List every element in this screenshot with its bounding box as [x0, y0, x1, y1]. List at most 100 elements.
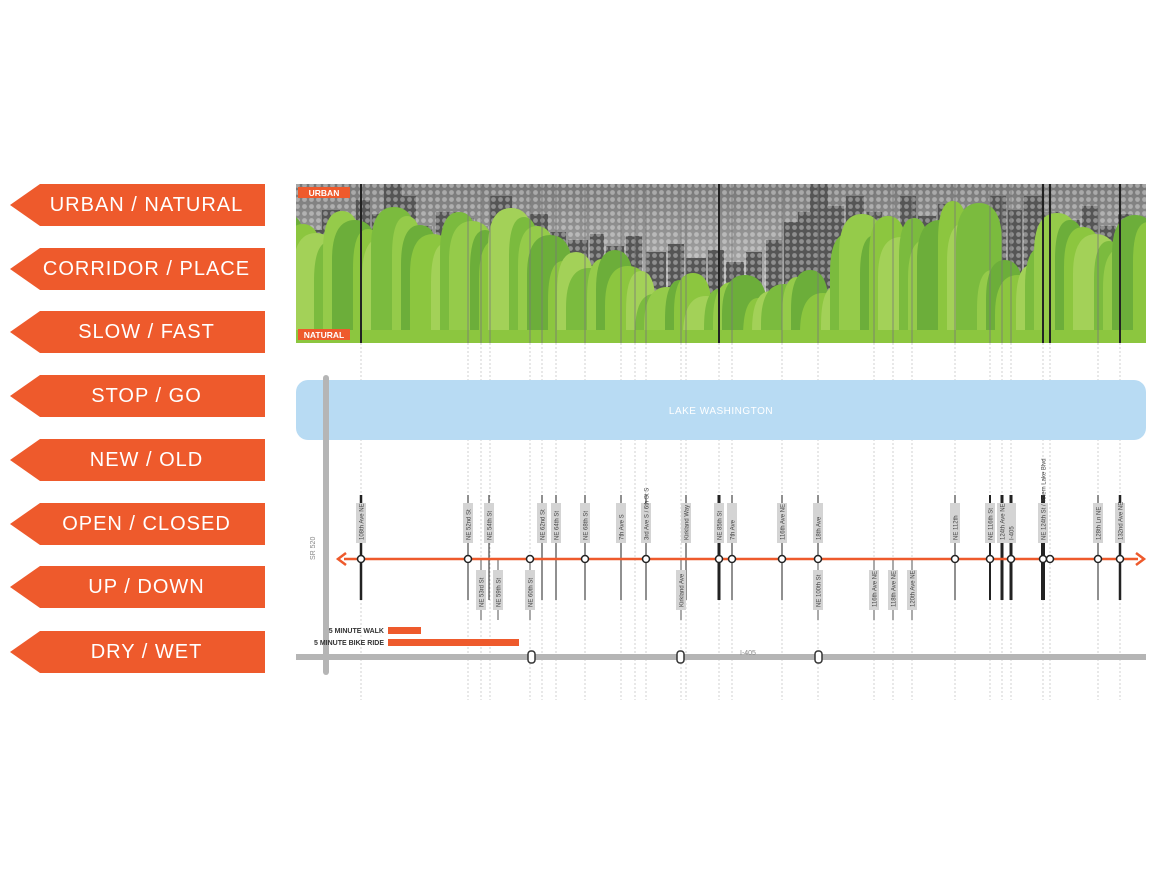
tab-up-down[interactable]: UP / DOWN — [10, 566, 265, 608]
svg-text:116th Ave NE: 116th Ave NE — [781, 504, 787, 540]
street-label-below-6: 118th Ave NE — [888, 570, 898, 610]
urban-tag: URBAN — [298, 187, 350, 198]
svg-text:I-405: I-405 — [1010, 526, 1016, 540]
tab-open-closed[interactable]: OPEN / CLOSED — [10, 503, 265, 545]
street-label-above-17: NE 124th St / Totem Lake Blvd — [1038, 458, 1048, 543]
svg-text:NE 60th St: NE 60th St — [529, 578, 535, 607]
svg-text:NE 116th St: NE 116th St — [989, 508, 995, 540]
i405-label: I-405 — [740, 650, 756, 657]
svg-text:NE 52nd St: NE 52nd St — [467, 509, 473, 540]
node-6 — [727, 554, 737, 564]
bike-bar — [388, 639, 519, 646]
svg-text:128th Ln NE: 128th Ln NE — [1097, 507, 1103, 540]
node-1 — [463, 554, 473, 564]
street-label-above-4: NE 64th St — [551, 503, 561, 543]
i405-highway: I-405 — [296, 650, 1146, 664]
node-3 — [580, 554, 590, 564]
street-label-above-2: NE 54th St — [484, 503, 494, 543]
tab-corridor-place[interactable]: CORRIDOR / PLACE — [10, 248, 265, 290]
walk-label: 5 MINUTE WALK — [329, 628, 384, 635]
svg-text:118th Ave NE: 118th Ave NE — [892, 571, 898, 607]
svg-text:18th Ave: 18th Ave — [817, 516, 823, 540]
svg-text:Kirkland Ave: Kirkland Ave — [680, 573, 686, 607]
node-0 — [356, 554, 366, 564]
street-label-above-13: NE 112th — [950, 503, 960, 543]
tab-urban-natural[interactable]: URBAN / NATURAL — [10, 184, 265, 226]
tab-stop-go[interactable]: STOP / GO — [10, 375, 265, 417]
street-label-above-12: 18th Ave — [813, 503, 823, 543]
tab-slow-fast[interactable]: SLOW / FAST — [10, 311, 265, 353]
svg-text:NE 100th St: NE 100th St — [817, 574, 823, 607]
street-label-below-5: 116th Ave NE — [869, 570, 879, 610]
natural-label: NATURAL — [304, 330, 344, 340]
street-label-above-18: 128th Ln NE — [1093, 503, 1103, 543]
svg-text:120th Ave NE: 120th Ave NE — [911, 570, 917, 607]
node-9 — [950, 554, 960, 564]
tab-new-old[interactable]: NEW / OLD — [10, 439, 265, 481]
svg-text:NE 68th St: NE 68th St — [584, 511, 590, 540]
sr520-highway: SR 520 — [310, 375, 329, 675]
grass-strip — [296, 330, 1146, 343]
svg-text:7th Ave: 7th Ave — [731, 519, 737, 540]
lake-label: LAKE WASHINGTON — [669, 406, 773, 417]
svg-text:124th Ave NE: 124th Ave NE — [1001, 503, 1007, 540]
natural-tag: NATURAL — [298, 329, 350, 340]
street-label-below-1: NE 59th St — [493, 570, 503, 610]
node-7 — [777, 554, 787, 564]
corridor-line — [335, 552, 1147, 566]
svg-text:NE 54th St: NE 54th St — [488, 511, 494, 540]
tab-dry-wet[interactable]: DRY / WET — [10, 631, 265, 673]
svg-text:3rd Ave S / 6th St S: 3rd Ave S / 6th St S — [645, 488, 651, 540]
street-label-above-10: 7th Ave — [727, 503, 737, 543]
street-label-above-16: I-405 — [1006, 503, 1016, 543]
svg-text:NE 85th St: NE 85th St — [718, 511, 724, 540]
sr520-label: SR 520 — [310, 537, 317, 560]
tree-66 — [1133, 222, 1146, 343]
street-label-below-2: NE 60th St — [525, 570, 535, 610]
corridor-nodes — [356, 554, 1125, 564]
band-vertical-lines — [360, 184, 1121, 343]
node-13 — [1045, 554, 1055, 564]
node-14 — [1093, 554, 1103, 564]
svg-text:108th Ave NE: 108th Ave NE — [360, 503, 366, 540]
bike-label: 5 MINUTE BIKE RIDE — [314, 640, 384, 647]
scale-legend: 5 MINUTE WALK 5 MINUTE BIKE RIDE — [314, 627, 519, 647]
street-label-above-15: 124th Ave NE — [997, 503, 1007, 543]
node-2 — [525, 554, 535, 564]
svg-text:NE 62nd St: NE 62nd St — [541, 509, 547, 540]
street-label-above-19: 132nd Ave NE — [1115, 502, 1125, 543]
svg-text:132nd Ave NE: 132nd Ave NE — [1119, 502, 1125, 540]
svg-text:116th Ave NE: 116th Ave NE — [873, 571, 879, 607]
node-8 — [813, 554, 823, 564]
svg-text:NE 53rd St: NE 53rd St — [480, 577, 486, 607]
street-label-above-3: NE 62nd St — [537, 503, 547, 543]
lake-washington: LAKE WASHINGTON — [296, 380, 1146, 440]
street-label-above-9: NE 85th St — [714, 503, 724, 543]
node-11 — [1006, 554, 1016, 564]
street-label-below-3: Kirkland Ave — [676, 570, 686, 610]
walk-bar — [388, 627, 421, 634]
street-label-above-7: 3rd Ave S / 6th St S — [641, 488, 651, 543]
tree-canopy — [296, 201, 1146, 343]
svg-text:NE 112th: NE 112th — [954, 515, 960, 540]
street-label-below-4: NE 100th St — [813, 570, 823, 610]
svg-text:NE 64th St: NE 64th St — [555, 511, 561, 540]
left-arrow-icon — [335, 552, 347, 566]
node-10 — [985, 554, 995, 564]
urban-label: URBAN — [309, 188, 340, 198]
urban-natural-band — [296, 184, 1146, 343]
street-label-above-6: 7th Ave S — [616, 503, 626, 543]
street-label-above-0: 108th Ave NE — [356, 503, 366, 543]
street-markers: 108th Ave NE NE 52nd St NE 54th St NE 62nd … — [356, 458, 1125, 620]
right-arrow-icon — [1135, 552, 1147, 566]
svg-text:Kirkland Way: Kirkland Way — [685, 505, 691, 540]
street-label-above-11: 116th Ave NE — [777, 503, 787, 543]
street-label-above-14: NE 116th St — [985, 503, 995, 543]
node-12 — [1038, 554, 1048, 564]
street-label-below-7: 120th Ave NE — [907, 570, 917, 610]
svg-text:NE 59th St: NE 59th St — [497, 578, 503, 607]
svg-text:7th Ave S: 7th Ave S — [620, 514, 626, 540]
node-5 — [714, 554, 724, 564]
svg-text:NE 124th St / Totem Lake Blvd: NE 124th St / Totem Lake Blvd — [1042, 458, 1048, 540]
